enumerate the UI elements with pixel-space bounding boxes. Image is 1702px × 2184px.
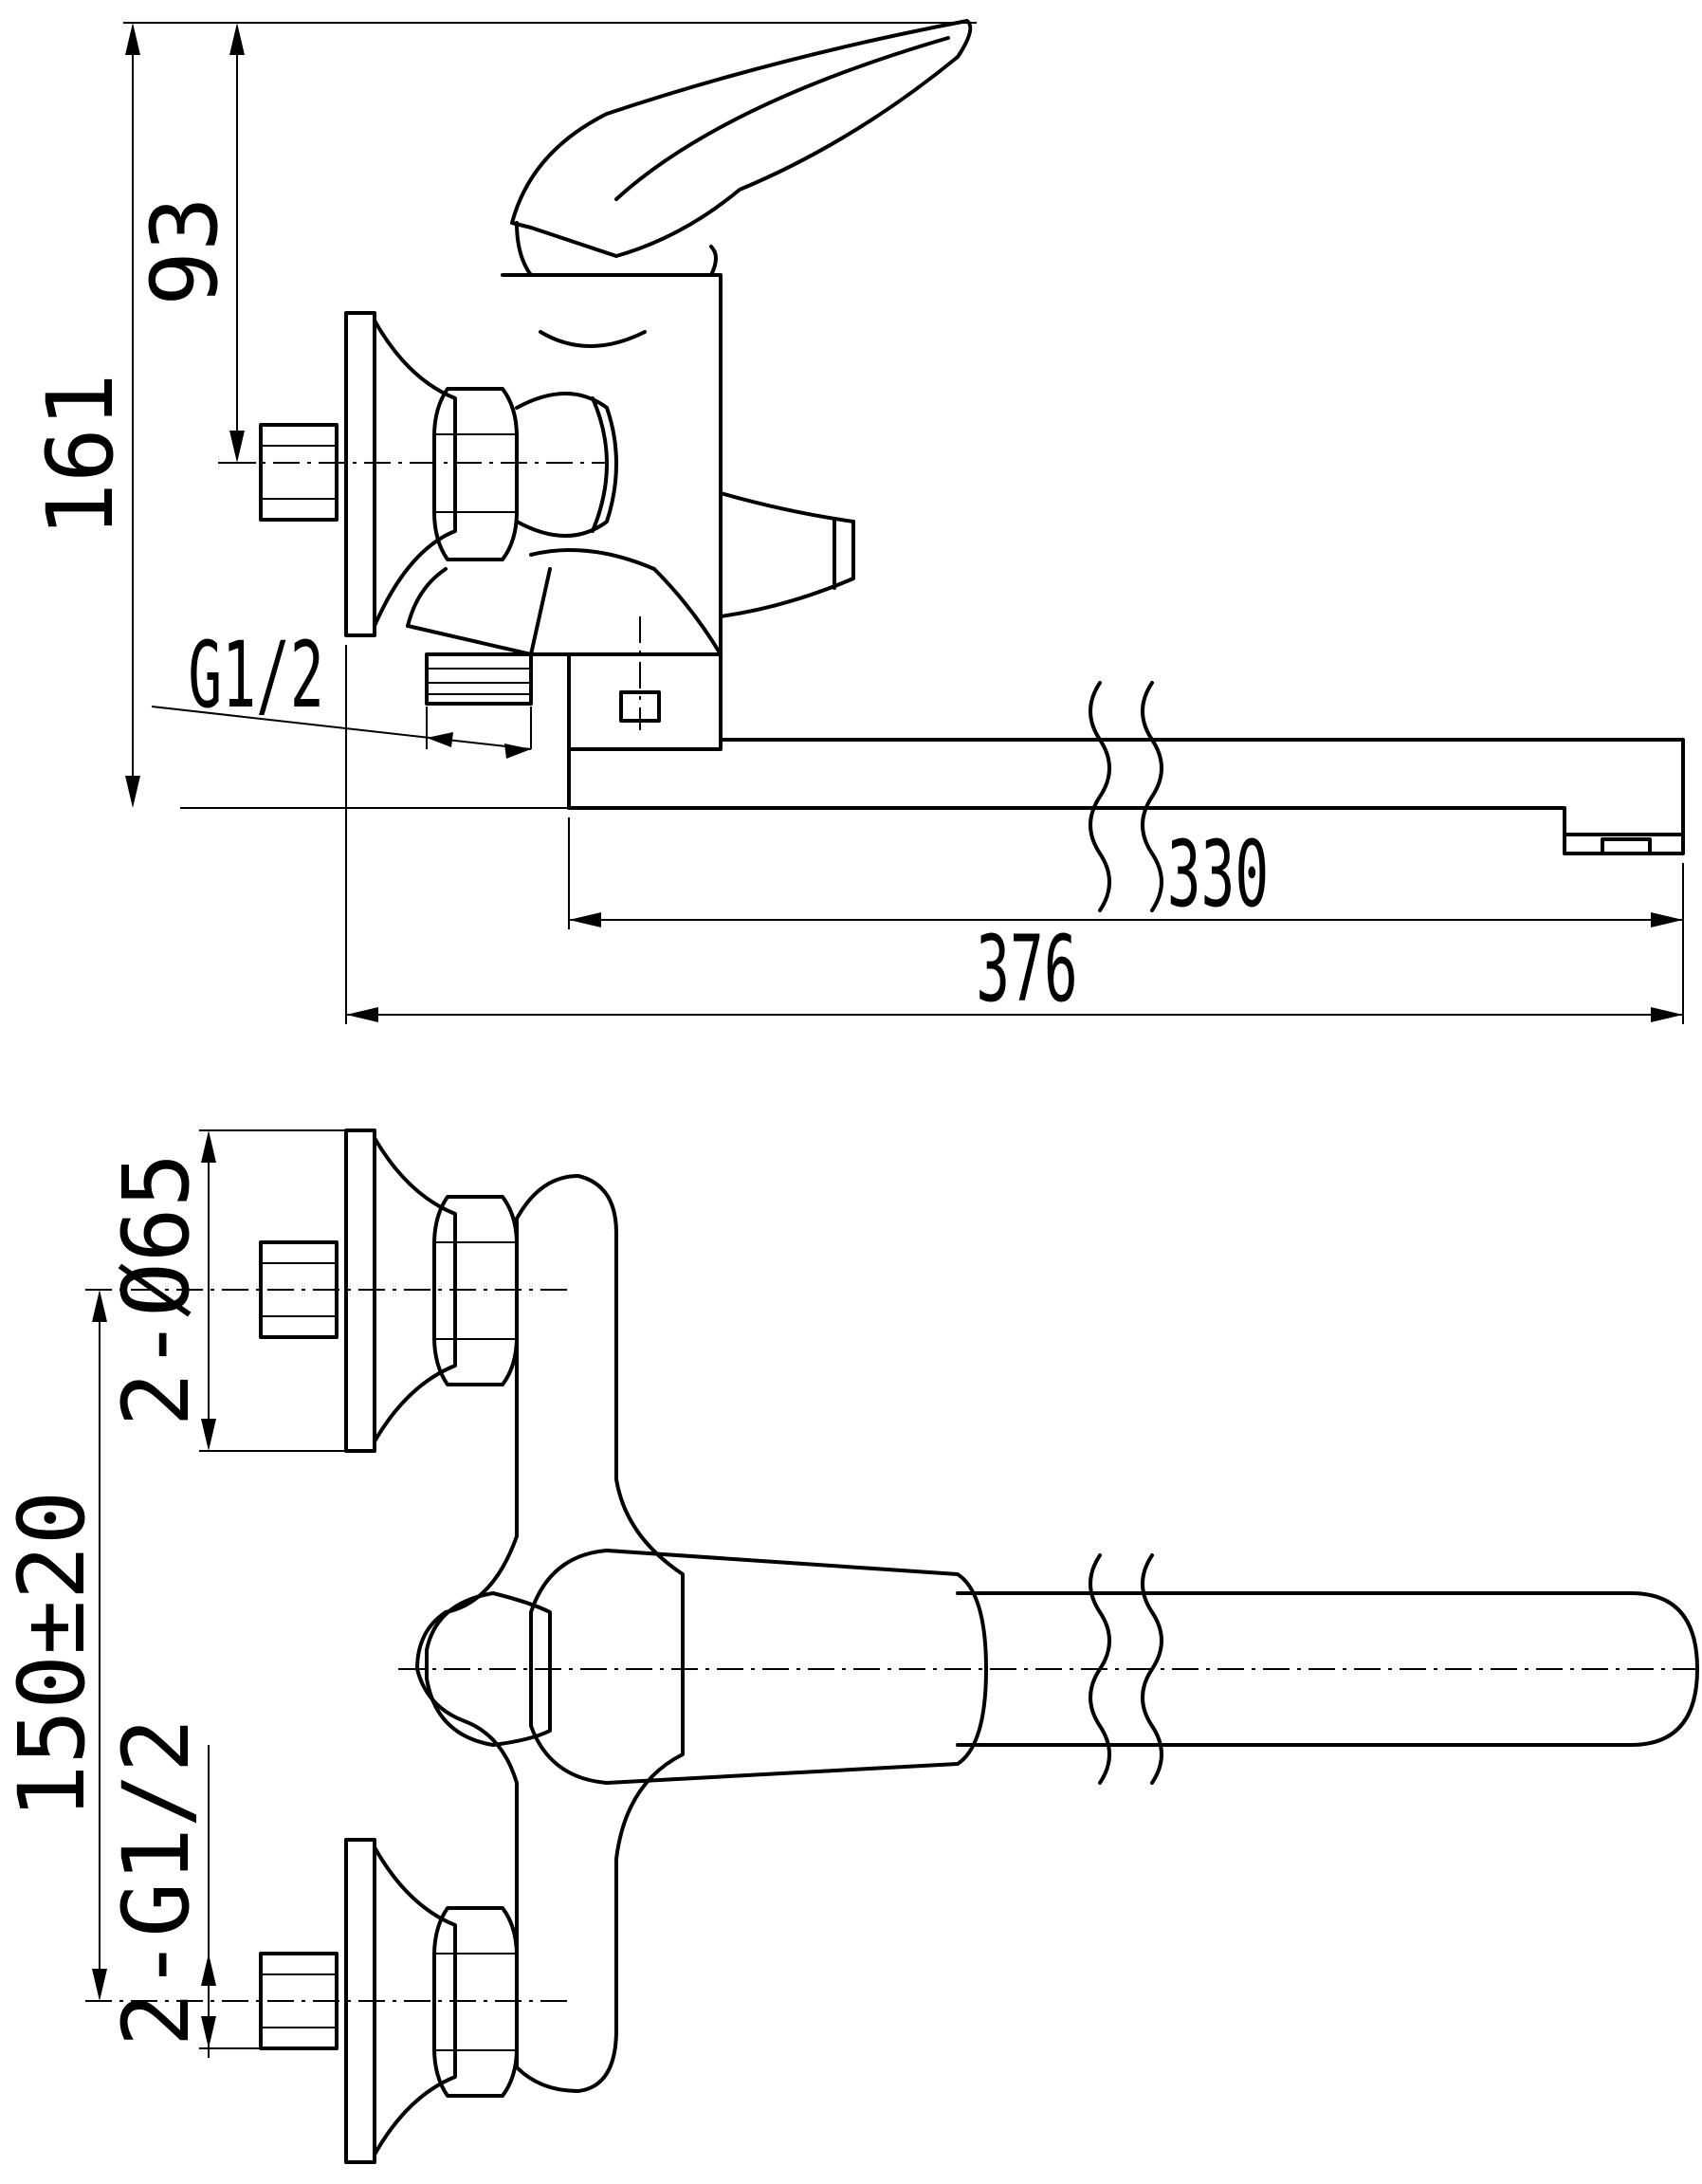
dim-center-distance: 150±20 xyxy=(0,1491,105,1820)
dim-flange-diameter: 2-Ø65 xyxy=(103,1153,210,1427)
dim-height-total: 161 xyxy=(27,373,134,537)
dim-spout-length: 330 xyxy=(1167,821,1269,927)
dim-inlet-thread: 2-G1/2 xyxy=(103,1718,210,2047)
side-view: 161 93 G1/2 330 376 xyxy=(27,19,1685,1024)
dim-height-handle: 93 xyxy=(132,196,238,306)
dim-overall-length: 376 xyxy=(976,916,1077,1022)
plan-view: 2-Ø65 150±20 2-G1/2 xyxy=(0,1129,1699,2164)
dim-thread: G1/2 xyxy=(188,622,323,728)
